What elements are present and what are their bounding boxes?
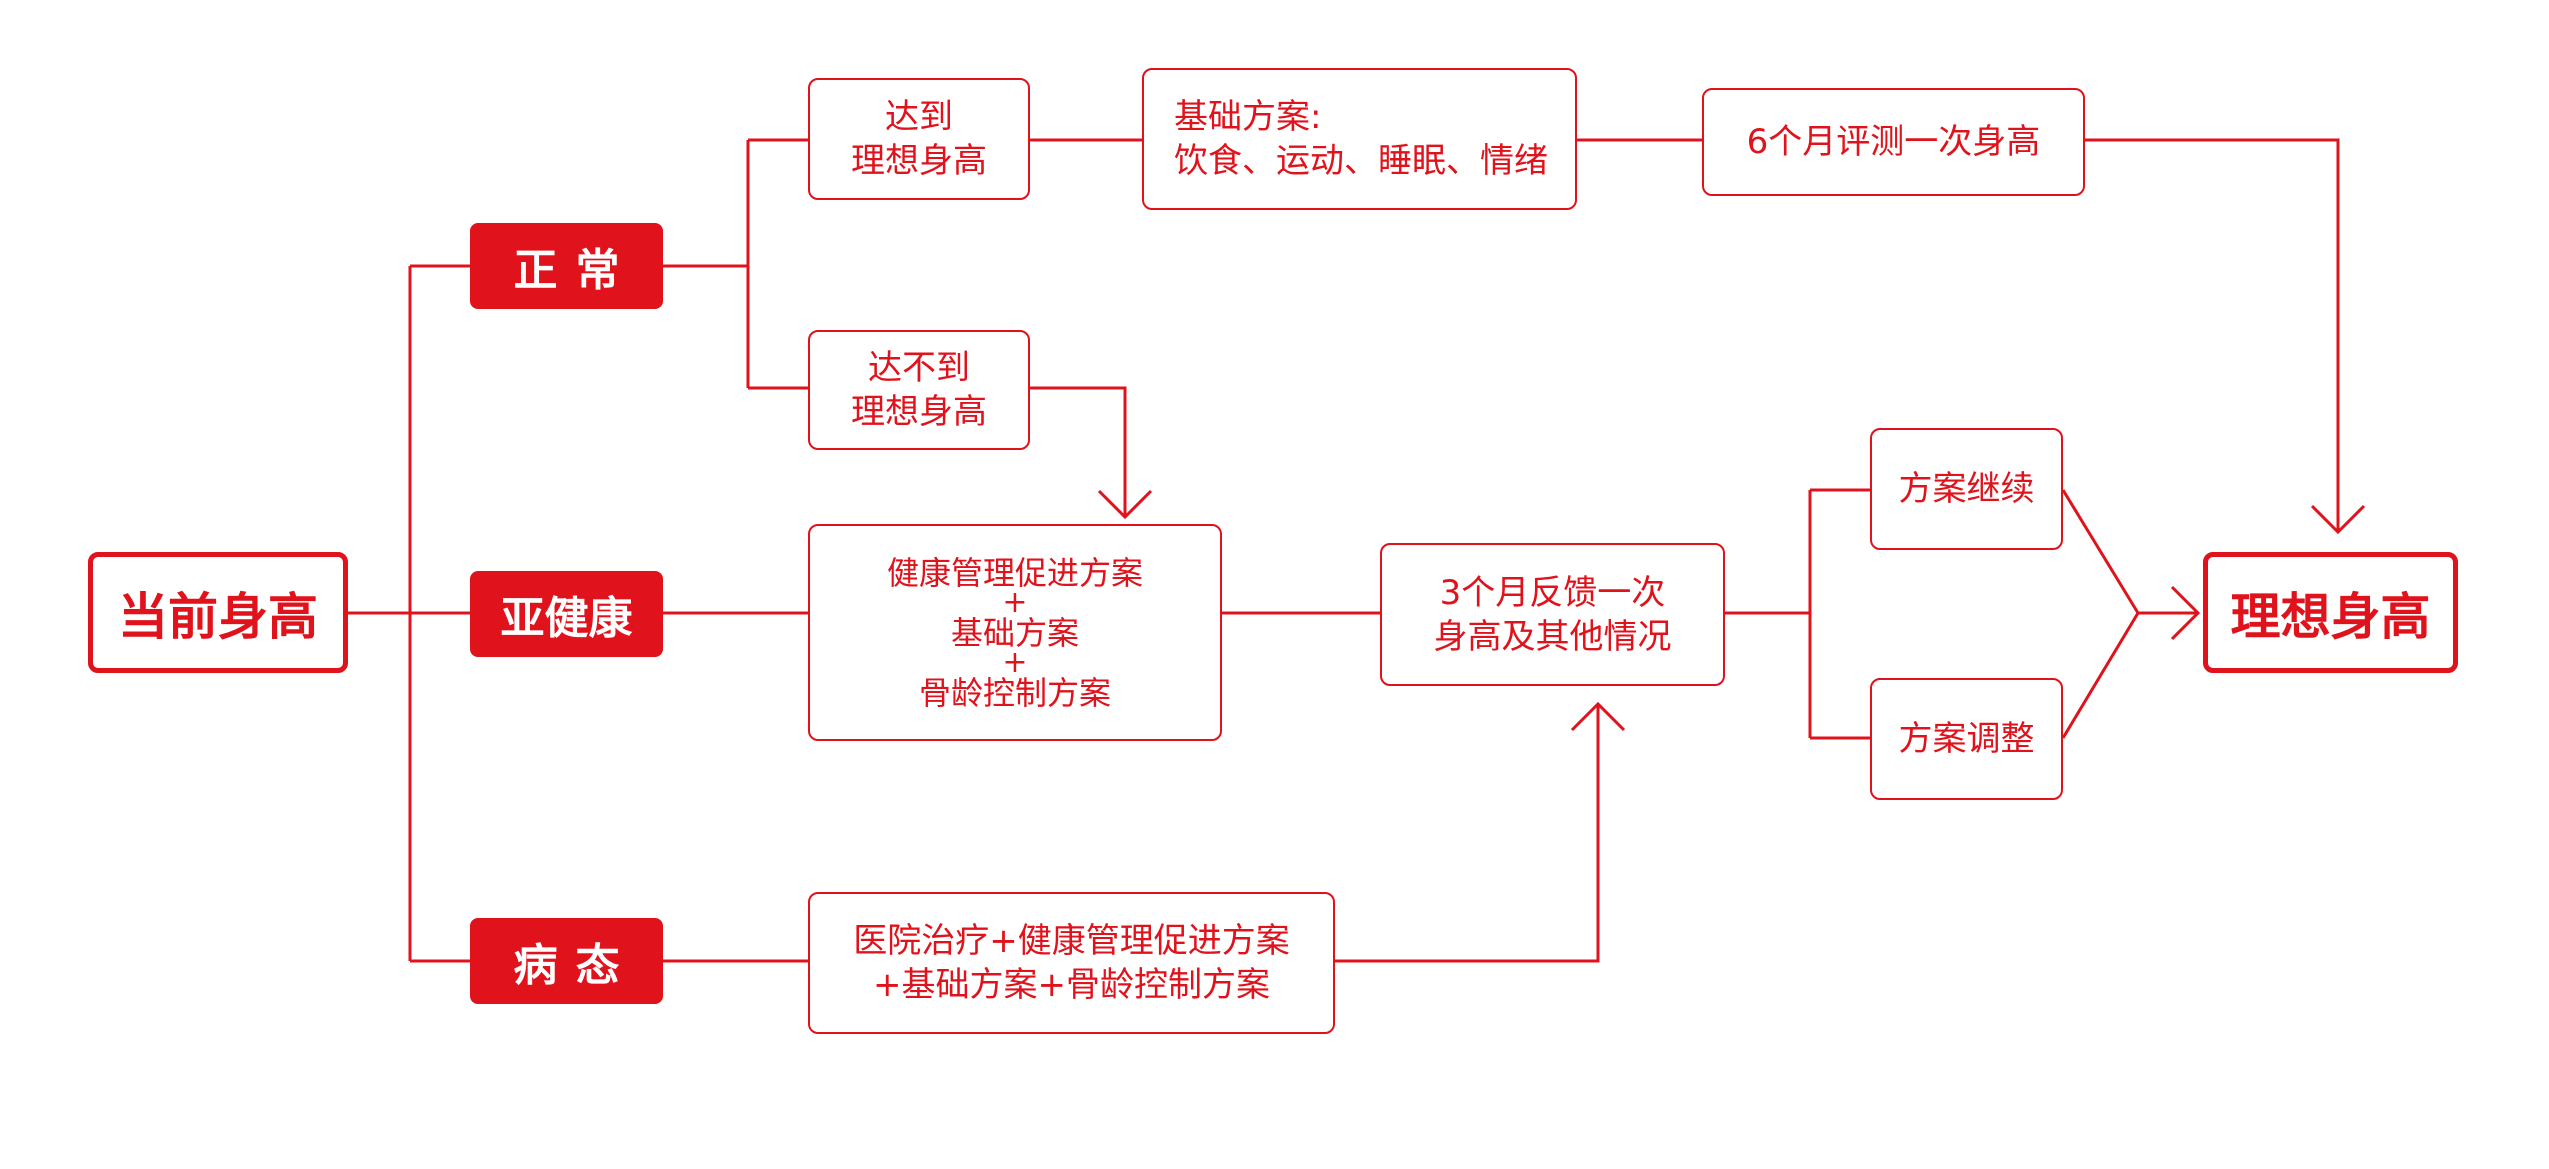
eval-6m-label: 6个月评测一次身高 — [1746, 122, 2041, 162]
ideal-height-label: 理想身高 — [2230, 587, 2431, 646]
subhealth-label: 亚健康 — [500, 593, 633, 644]
subhealth-plan-box: 健康管理促进方案 + 基础方案 + 骨龄控制方案 — [808, 524, 1222, 741]
plan-adjust-box: 方案调整 — [1870, 678, 2063, 800]
connector-eval-to-ideal — [2085, 138, 2340, 530]
disease-plan-line-1: 医院治疗+健康管理促进方案 — [853, 921, 1290, 961]
normal-box: 正常 — [470, 223, 663, 309]
normal-label: 正常 — [513, 245, 638, 296]
reach-line-1: 达到 — [885, 97, 953, 137]
arrowhead-plan-top — [1097, 489, 1153, 520]
feedback-3m-box: 3个月反馈一次 身高及其他情况 — [1380, 543, 1725, 686]
subhealth-plan-line-2: 基础方案 — [950, 613, 1079, 652]
subhealth-plan-plus-2: + — [1002, 644, 1028, 680]
reach-line-2: 理想身高 — [851, 141, 987, 181]
disease-box: 病态 — [470, 918, 663, 1004]
arrowhead-feedback-bottom — [1570, 701, 1626, 732]
disease-plan-box: 医院治疗+健康管理促进方案 +基础方案+骨龄控制方案 — [808, 892, 1335, 1034]
subhealth-plan-plus-1: + — [1002, 584, 1028, 620]
arrowhead-ideal-top — [2310, 504, 2366, 535]
reach-box: 达到 理想身高 — [808, 78, 1030, 200]
subhealth-plan-line-1: 健康管理促进方案 — [886, 553, 1143, 592]
feedback-3m-line-2: 身高及其他情况 — [1433, 616, 1672, 657]
plan-continue-label: 方案继续 — [1898, 469, 2035, 509]
basic-plan-line-1: 基础方案: — [1174, 97, 1322, 137]
not-reach-box: 达不到 理想身高 — [808, 330, 1030, 450]
plan-continue-box: 方案继续 — [1870, 428, 2063, 550]
current-height-box: 当前身高 — [88, 552, 348, 673]
connector-disease-plan-to-feedback — [1335, 706, 1600, 963]
disease-label: 病态 — [513, 940, 638, 991]
connector-not-reach-to-plan — [1030, 386, 1127, 515]
not-reach-line-1: 达不到 — [868, 348, 970, 388]
connector-adjust-to-ideal — [2061, 612, 2140, 739]
current-height-label: 当前身高 — [118, 587, 318, 646]
arrowhead-ideal-left — [2170, 585, 2201, 641]
eval-6m-box: 6个月评测一次身高 — [1702, 88, 2085, 196]
connector-continue-to-ideal — [2061, 489, 2140, 614]
plan-adjust-label: 方案调整 — [1898, 719, 2035, 759]
ideal-height-box: 理想身高 — [2203, 552, 2458, 673]
basic-plan-box: 基础方案: 饮食、运动、睡眠、情绪 — [1142, 68, 1577, 210]
not-reach-line-2: 理想身高 — [851, 392, 987, 432]
subhealth-plan-line-3: 骨龄控制方案 — [918, 673, 1111, 712]
feedback-3m-line-1: 3个月反馈一次 — [1439, 572, 1666, 613]
basic-plan-line-2: 饮食、运动、睡眠、情绪 — [1174, 141, 1548, 181]
subhealth-box: 亚健康 — [470, 571, 663, 657]
disease-plan-line-2: +基础方案+骨龄控制方案 — [873, 965, 1270, 1005]
